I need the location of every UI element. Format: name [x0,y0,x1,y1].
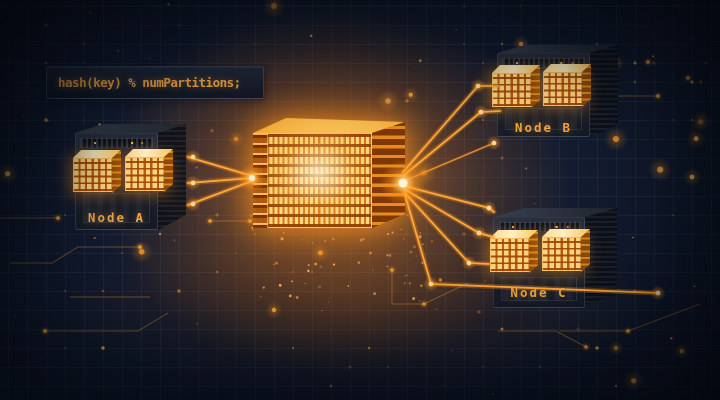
server-node-b: Node B [492,40,618,140]
code-snippet-box: hash(key) % numPartitions; [46,66,264,99]
central-partition-cube [253,116,405,228]
node-a-label: Node A [87,210,146,225]
server-node-c: Node C [488,203,618,308]
partition-module [73,158,113,192]
partition-module [125,157,165,191]
server-node-a: Node A [62,118,188,232]
code-snippet-text: hash(key) % numPartitions; [58,75,241,90]
node-b-label: Node B [514,120,573,135]
cube-front-face [253,133,372,228]
cube-rack-rail [253,133,268,228]
partition-module [542,237,582,271]
node-c-label: Node C [510,285,568,300]
partition-module [543,72,583,106]
server-led-strip [80,138,153,148]
partition-module [492,73,532,107]
partition-module [490,238,530,272]
